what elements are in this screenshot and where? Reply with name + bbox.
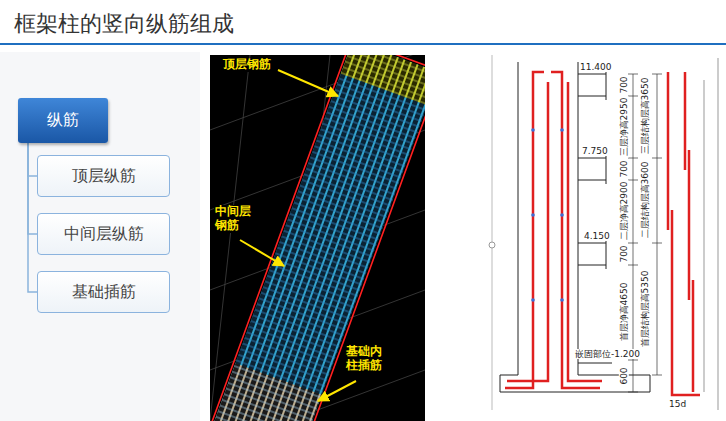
leader-arrow bbox=[240, 240, 284, 266]
middle-rebars bbox=[210, 55, 425, 421]
leader-arrow bbox=[278, 70, 338, 96]
column-outline bbox=[210, 55, 425, 421]
render-picture bbox=[210, 55, 425, 421]
dimension-label: 三层结构层高3650 bbox=[640, 77, 650, 156]
dimension-label: 15d bbox=[668, 399, 687, 409]
elevation-label: 7.750 bbox=[581, 146, 609, 156]
dimension-lines bbox=[628, 74, 662, 392]
tree-connector bbox=[28, 143, 37, 176]
dimension-label: 二层结构层高3600 bbox=[640, 161, 650, 240]
box-label: 顶层纵筋 bbox=[72, 166, 136, 187]
box-label: 纵筋 bbox=[47, 110, 79, 131]
leader-arrow bbox=[318, 381, 356, 401]
column-outline bbox=[500, 62, 650, 392]
item-box: 基础插筋 bbox=[37, 271, 170, 313]
panel-handle bbox=[489, 242, 495, 248]
foundation-rebars bbox=[210, 363, 322, 421]
detail-lines bbox=[704, 58, 718, 410]
title-rule bbox=[0, 43, 726, 45]
dimension-label: 700 bbox=[619, 244, 629, 263]
slide-title: 框架柱的竖向纵筋组成 bbox=[14, 9, 234, 39]
dimension-label: 三层净高2950 bbox=[619, 97, 629, 158]
splice-dot bbox=[531, 128, 535, 132]
callout-label: 顶层钢筋 bbox=[222, 58, 272, 72]
dimension-label: 首层结构层高5350 bbox=[640, 270, 650, 349]
column-model bbox=[210, 55, 425, 421]
callout-label: 基础内 柱插筋 bbox=[345, 345, 387, 373]
rebar-detail bbox=[668, 72, 700, 395]
tree-connector bbox=[28, 143, 37, 234]
splice-dots bbox=[531, 128, 564, 302]
elevation-label: 4.150 bbox=[583, 231, 611, 241]
dimension-label: 二层净高2900 bbox=[619, 181, 629, 242]
item-box: 中间层纵筋 bbox=[37, 213, 170, 255]
splice-dot bbox=[560, 298, 564, 302]
top-rebars bbox=[341, 55, 425, 105]
section-drawing bbox=[489, 55, 718, 410]
callout-label: 中间层 钢筋 bbox=[214, 205, 256, 233]
item-box: 顶层纵筋 bbox=[37, 155, 170, 197]
box-label: 基础插筋 bbox=[72, 282, 136, 303]
dimension-label: 700 bbox=[619, 159, 629, 178]
background-band bbox=[0, 52, 200, 421]
splice-dot bbox=[560, 213, 564, 217]
elevation-label: 11.400 bbox=[579, 62, 613, 72]
dimension-label: 700 bbox=[619, 75, 629, 94]
splice-dot bbox=[560, 128, 564, 132]
splice-dot bbox=[531, 213, 535, 217]
dimension-label: 600 bbox=[619, 366, 629, 385]
dimension-label: 首层净高4650 bbox=[619, 282, 629, 343]
elevation-label: 嵌固部位-1.200 bbox=[574, 349, 641, 359]
rebar-lines bbox=[505, 72, 602, 388]
box-label: 中间层纵筋 bbox=[64, 224, 144, 245]
category-box: 纵筋 bbox=[18, 98, 108, 143]
panel-edge bbox=[492, 55, 493, 410]
tree-connector bbox=[28, 143, 37, 292]
splice-dot bbox=[531, 298, 535, 302]
